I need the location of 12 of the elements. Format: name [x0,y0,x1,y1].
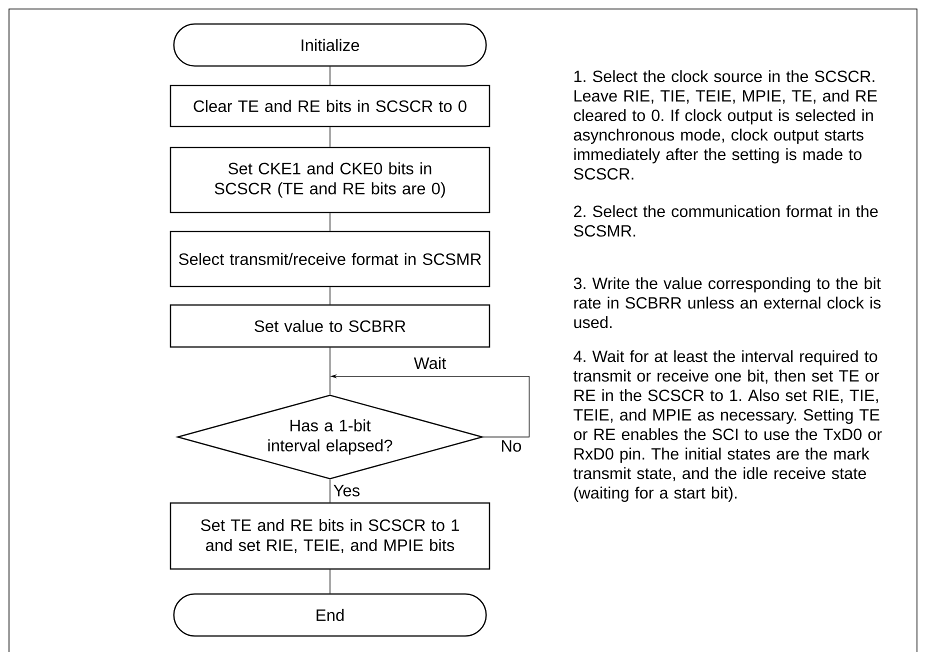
process-box: Set TE and RE bits in SCSCR to 1 and set RIE, TEIE, and MPIE bits [170,502,490,570]
edge-label: Yes [334,484,360,496]
process-box: Set CKE1 and CKE0 bits in SCSCR (TE and RE bits are 0) [170,146,490,214]
process-box: Clear TE and RE bits in SCSCR to 0 [170,84,490,128]
process-box: Set value to SCBRR [170,304,490,348]
note-text: 4. Wait for at least the interval required to transmit or receive one bit, then set TE or RE in the SCSCR to 1. Also set RIE, TIE, TEIE, and MPIE as necessary. Setting TE or RE enables the SCI to use the TxD0 or RxD0 pin. The initial states are the mark transmit state, and the idle receive state (waiting for a start bit). [573,350,882,502]
note-text: 2. Select the communication format in the SCSMR. [574,205,878,237]
process-box: Select transmit/receive format in SCSMR [170,230,490,288]
note-text: 3. Write the value corresponding to the bit rate in SCBRR unless an external clock is used. [574,277,881,328]
loop-label: Wait [414,356,446,370]
note-text: 1. Select the clock source in the SCSCR. Leave RIE, TIE, TEIE, MPIE, TE, and RE cleared to 0. If clock output is selected in asynchronous mode, clock output starts immediately after the setting is made to SCSCR. [574,70,877,180]
edge-label: No [502,440,521,452]
